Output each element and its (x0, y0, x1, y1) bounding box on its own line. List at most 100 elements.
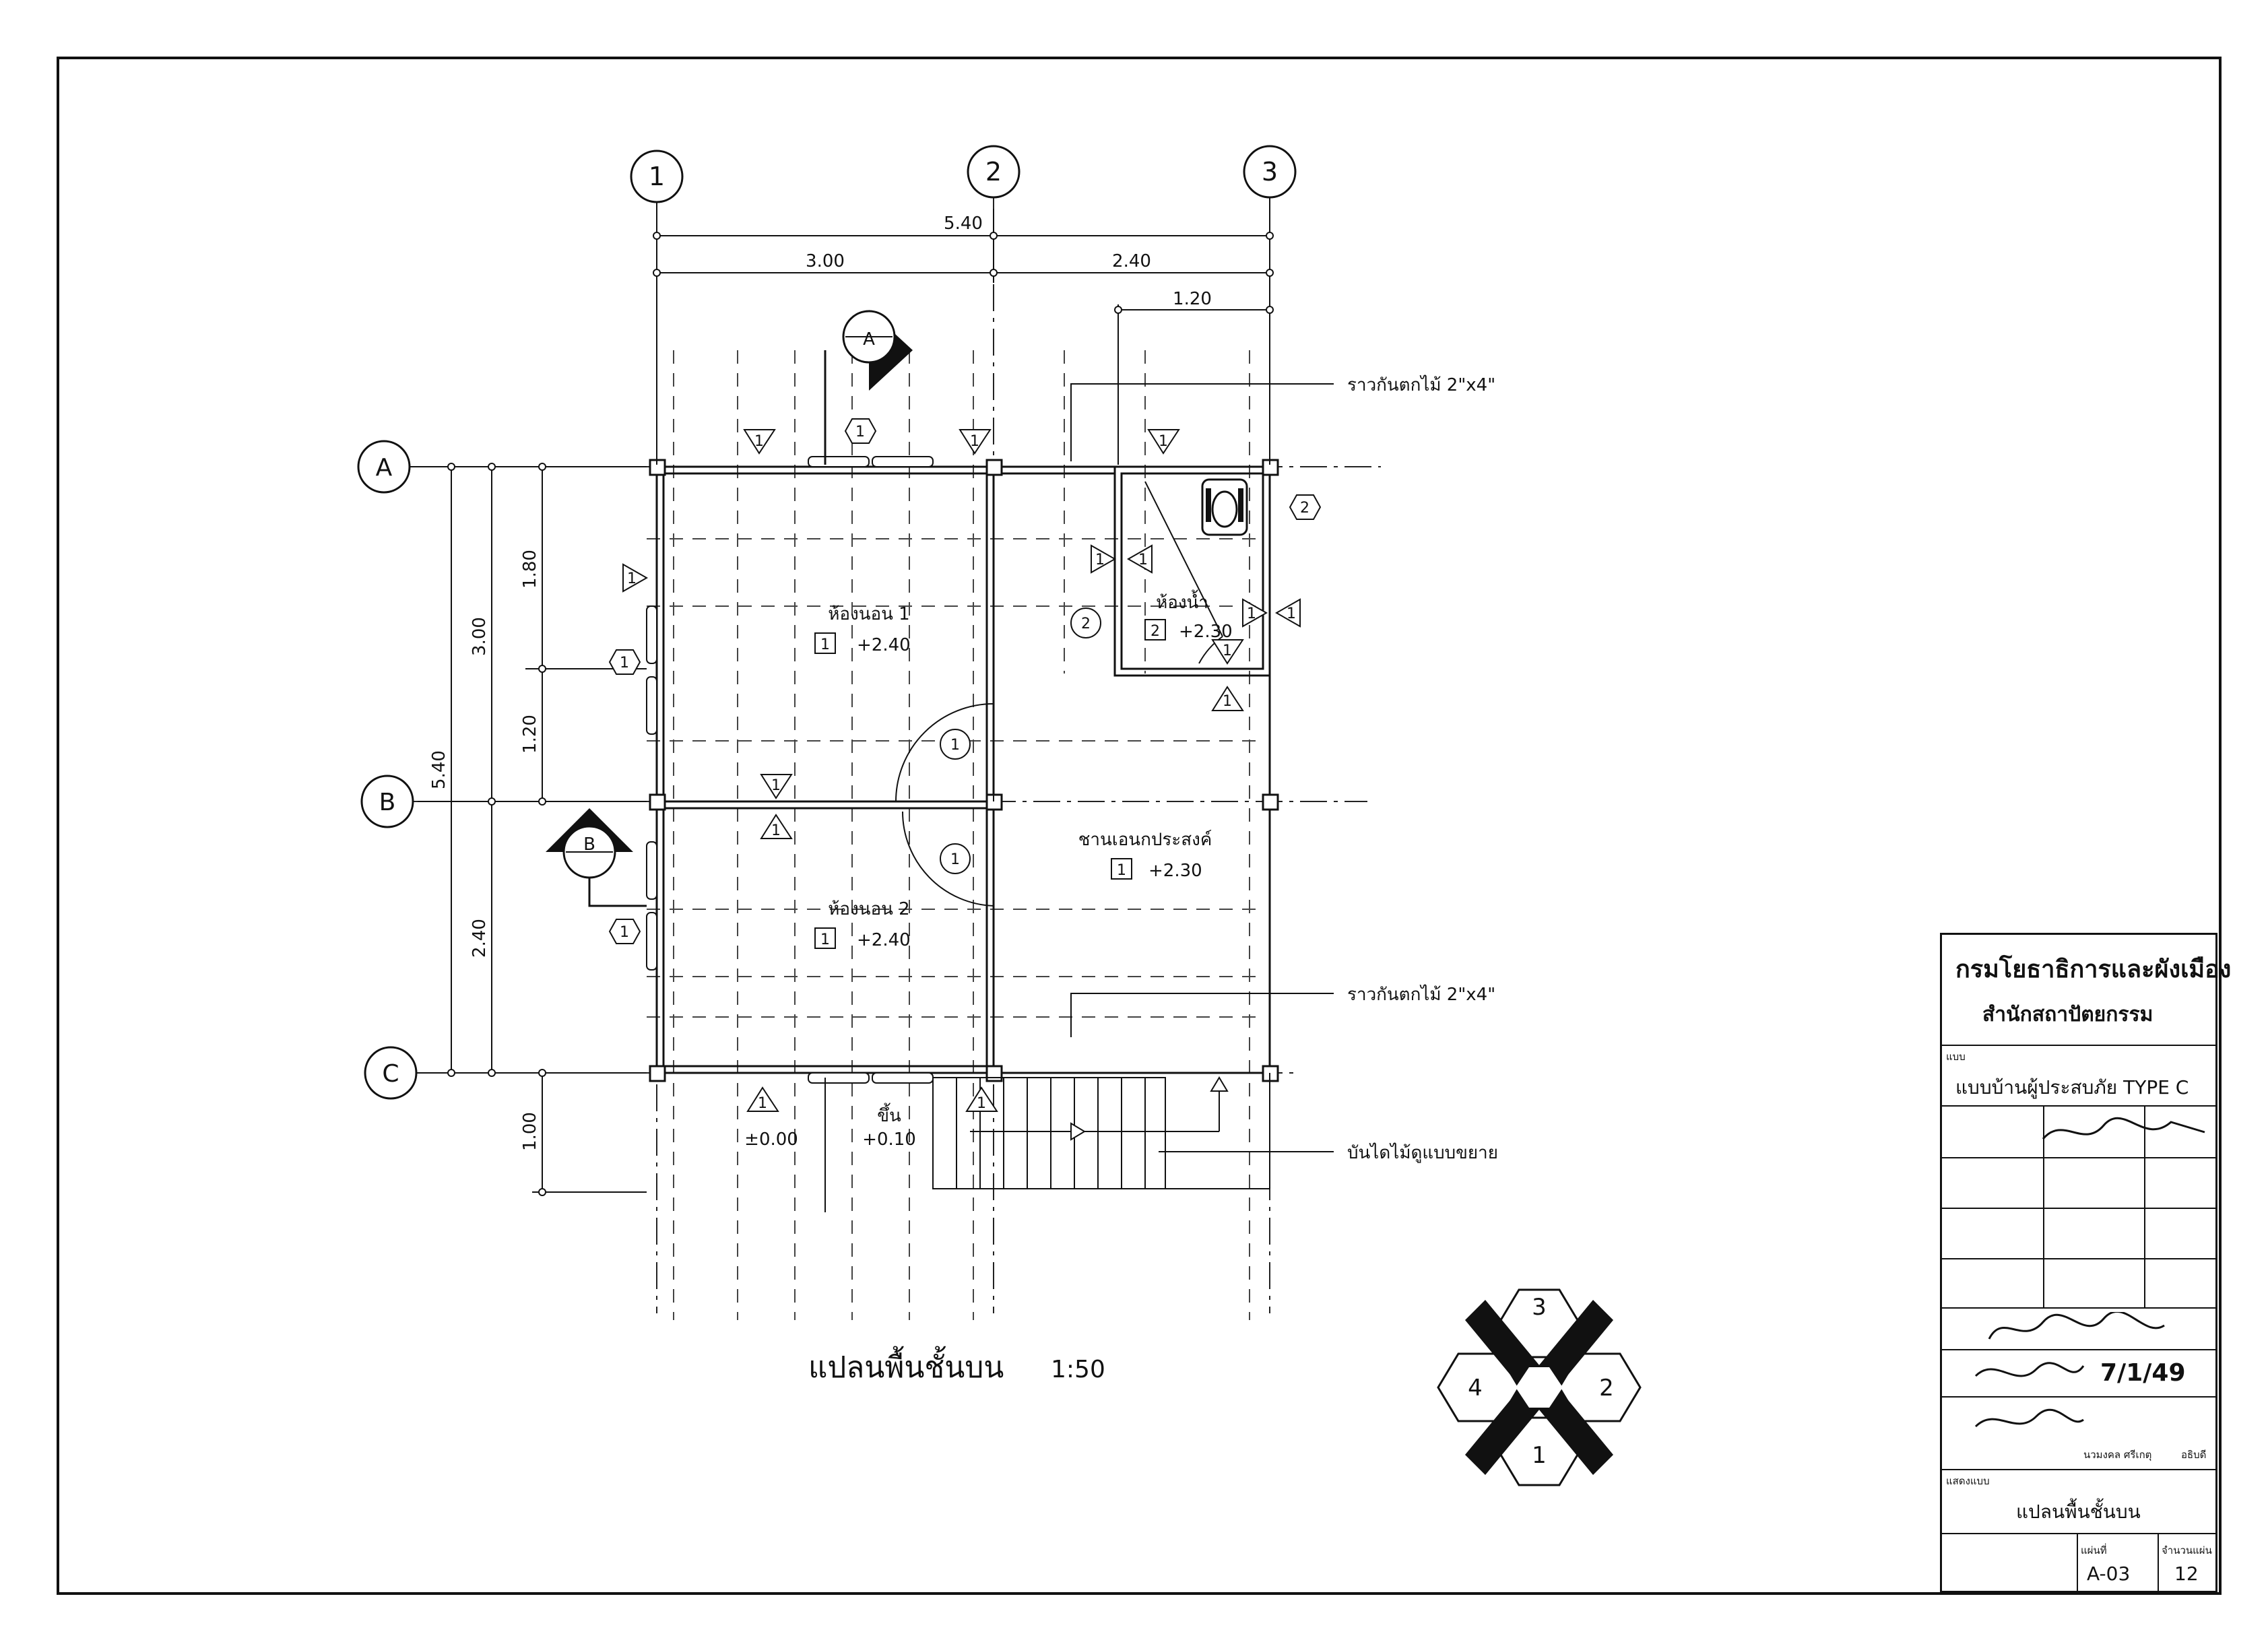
window-tag-labels: 1 1 1 1 1 1 1 1 1 1 1 1 1 1 (627, 433, 1296, 1112)
room-level-terrace: +2.30 (1148, 861, 1202, 881)
section-label-a: A (863, 329, 875, 350)
total-label: จำนวนแผ่น (2162, 1544, 2212, 1556)
window-tag-label: 1 (1095, 552, 1105, 568)
window-tag-label: 1 (771, 777, 781, 794)
grid-label-2: 2 (985, 157, 1002, 187)
project-name: แบบบ้านผู้ประสบภัย TYPE C (1955, 1076, 2189, 1098)
sheet-label: แผ่นที่ (2081, 1544, 2107, 1556)
dimension-lines (404, 182, 1270, 1193)
room-tag-box (814, 927, 836, 949)
door-tag-label: 2 (1081, 616, 1091, 632)
door-tag-label: 1 (950, 737, 960, 754)
stair-up-label: ขึ้น (877, 1103, 901, 1126)
department-name: กรมโยธาธิการและผังเมือง (1955, 956, 2232, 983)
window-tag-label: 1 (754, 433, 764, 450)
window-tag-label: 1 (1287, 605, 1296, 622)
project-label: แบบ (1946, 1051, 1966, 1063)
grid-bubbles (357, 145, 1297, 1100)
window-tag-label: 1 (1159, 433, 1168, 450)
drawing-label: แสดงแบบ (1946, 1475, 1990, 1487)
room-name-bedroom1: ห้องนอน 1 (828, 604, 909, 624)
signature-icon (1988, 1312, 2165, 1340)
signature-icon (1974, 1408, 2084, 1428)
room-tag-bedroom1: 1 (820, 636, 830, 653)
dim-top-total: 5.40 (944, 214, 983, 234)
note-railing-top: ราวกันตกไม้ 2"x4" (1347, 374, 1495, 395)
room-tag-box (1111, 858, 1132, 880)
title-block-header: กรมโยธาธิการและผังเมือง สำนักสถาปัตยกรรม (1942, 935, 2231, 1046)
window-tag-label: 1 (771, 822, 781, 839)
title-block-approval: 7/1/49 นวมงคล ศรีเกตุ อธิบดี (1942, 1309, 2215, 1470)
title-block-sheet: แผ่นที่ A-03 จำนวนแผ่น 12 (1942, 1534, 2215, 1593)
room-name-bedroom2: ห้องนอน 2 (828, 899, 909, 919)
room-name-terrace: ชานเอนกประสงค์ (1078, 830, 1212, 850)
key-plan-bottom: 1 (1532, 1442, 1547, 1469)
title-block-project: แบบ แบบบ้านผู้ประสบภัย TYPE C (1942, 1046, 2215, 1107)
columns (649, 459, 1279, 1082)
sheet-number: A-03 (2087, 1563, 2131, 1585)
grid-label-3: 3 (1262, 157, 1278, 187)
title-block-signatures (1942, 1107, 2215, 1309)
door-tag-label: 2 (1300, 500, 1309, 517)
key-plan-top: 3 (1532, 1294, 1547, 1321)
level-ground: ±0.00 (744, 1129, 798, 1150)
dim-seg-2: 1.20 (520, 715, 540, 754)
section-marker-a: A (824, 310, 913, 465)
grid-label-b: B (379, 789, 396, 816)
total-sheets: 12 (2174, 1563, 2199, 1585)
note-railing-bottom: ราวกันตกไม้ 2"x4" (1347, 984, 1495, 1005)
dim-stair: 1.00 (520, 1112, 540, 1151)
window-tag-label: 1 (1223, 643, 1232, 659)
joist-lines (647, 350, 1260, 1320)
room-tag-bathroom: 2 (1151, 623, 1160, 640)
grid-label-1: 1 (649, 162, 665, 191)
walls (655, 465, 1271, 1074)
window-tags (622, 429, 1301, 1112)
door-swings (895, 481, 1223, 907)
window-tag-label: 1 (977, 1095, 986, 1112)
section-label-b: B (583, 834, 595, 855)
dim-seg-1: 1.80 (520, 550, 540, 589)
room-name-bathroom: ห้องน้ำ (1156, 589, 1208, 613)
room-tag-box (814, 632, 836, 654)
door-tag-labels: 1 1 1 2 2 1 1 (620, 424, 1309, 941)
window-tag-label: 1 (627, 570, 637, 587)
dim-bath-width: 1.20 (1173, 289, 1212, 309)
window-tag-label: 1 (1138, 552, 1148, 568)
signature-icon (2042, 1117, 2205, 1140)
window-tag-label: 1 (970, 433, 979, 450)
stair-level: +0.10 (862, 1129, 916, 1150)
dim-left-total: 5.40 (429, 750, 449, 789)
door-tag-label: 1 (950, 851, 960, 868)
door-tag-label: 1 (620, 924, 629, 941)
window-tag-label: 1 (1223, 693, 1232, 710)
leader-lines (1070, 304, 1334, 1152)
note-stair: บันไดไม้ดูแบบขยาย (1347, 1142, 1498, 1163)
room-level-bathroom: +2.30 (1179, 622, 1233, 642)
approval-date: 7/1/49 (2100, 1359, 2186, 1387)
dim-top-left: 3.00 (806, 251, 845, 271)
toilet-fixture (1201, 478, 1248, 536)
dim-top-right: 2.40 (1112, 251, 1151, 271)
room-tag-bedroom2: 1 (820, 931, 830, 948)
signer-title: อธิบดี (2181, 1449, 2207, 1461)
title-block-drawing: แสดงแบบ แปลนพื้นชั้นบน (1942, 1470, 2215, 1534)
door-tag-label: 1 (855, 424, 865, 440)
door-tags (608, 418, 1322, 944)
key-plan-right: 2 (1599, 1375, 1614, 1402)
door-tag-label: 1 (620, 655, 629, 671)
signature-icon (1974, 1362, 2085, 1377)
sheet-border (57, 57, 2222, 1595)
bureau-name: สำนักสถาปัตยกรรม (1982, 1003, 2153, 1026)
grid-label-c: C (382, 1060, 399, 1088)
room-tag-terrace: 1 (1117, 862, 1126, 879)
section-marker-b: B (546, 808, 647, 907)
dim-left-b-c: 2.40 (469, 919, 490, 958)
key-plan: 3 4 2 1 (1437, 1288, 1642, 1486)
signer-name: นวมงคล ศรีเกตุ (2083, 1449, 2152, 1461)
room-level-bedroom2: +2.40 (857, 930, 911, 950)
plan-scale: 1:50 (1051, 1356, 1105, 1383)
title-block: กรมโยธาธิการและผังเมือง สำนักสถาปัตยกรรม… (1940, 933, 2231, 1593)
window-tag-label: 1 (1247, 605, 1256, 622)
windows (646, 456, 934, 1084)
